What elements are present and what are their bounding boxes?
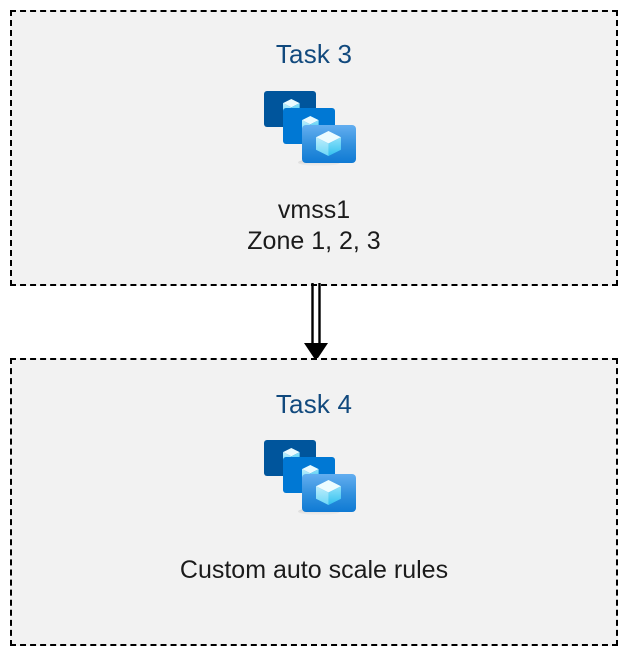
- task3-title: Task 3: [275, 39, 353, 69]
- task4-title: Task 4: [275, 389, 353, 419]
- task3-label-line-1: vmss1: [277, 196, 351, 224]
- azure-vm-scale-set-icon: [264, 91, 356, 167]
- task-box-task4[interactable]: Task 4: [10, 358, 618, 646]
- connector-arrow-task3-to-task4: [304, 283, 328, 361]
- task4-label-group: Custom auto scale rules: [180, 555, 448, 586]
- task-box-task3[interactable]: Task 3: [10, 10, 618, 286]
- azure-vm-scale-set-icon: [264, 440, 356, 516]
- task4-label-line-1: Custom auto scale rules: [179, 556, 449, 584]
- task3-label-line-2: Zone 1, 2, 3: [247, 227, 381, 255]
- task3-label-group: vmss1 Zone 1, 2, 3: [247, 195, 380, 257]
